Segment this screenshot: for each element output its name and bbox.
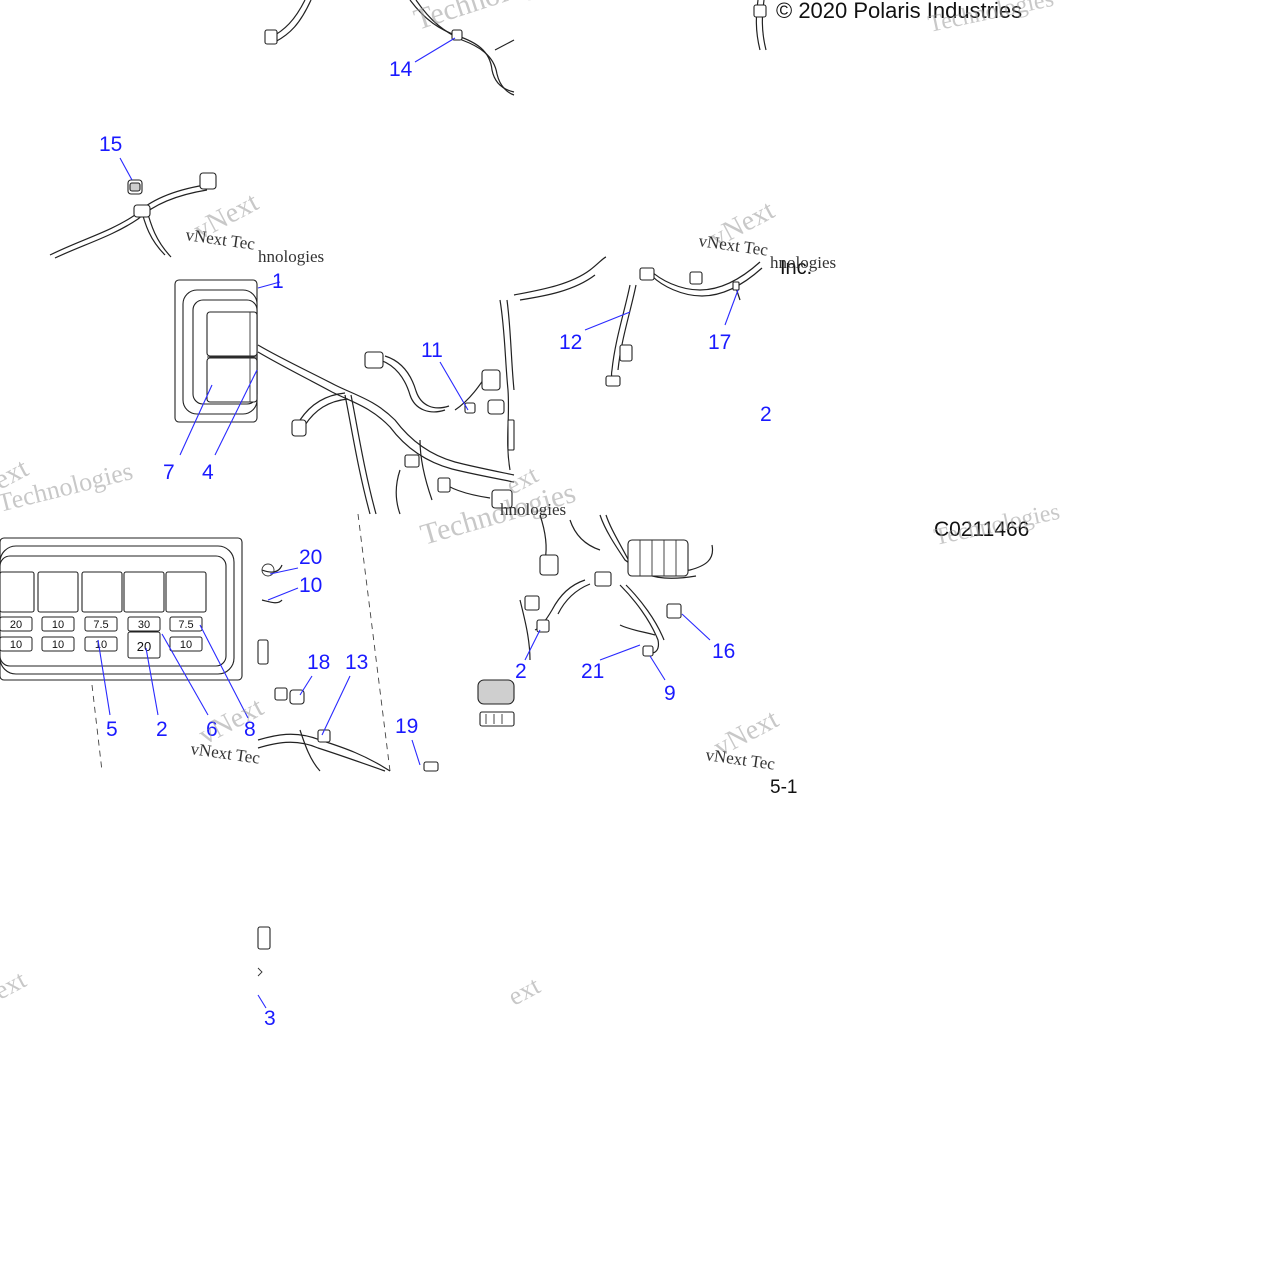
callout-2: 2 [156, 718, 168, 741]
callout-7: 7 [163, 461, 175, 484]
fuse-value: 10 [52, 639, 64, 651]
fuse-value: 10 [95, 639, 107, 651]
fuse-value: 7.5 [93, 619, 108, 631]
callout-9: 9 [664, 682, 676, 705]
watermark-small: vNext Tec [704, 745, 776, 774]
figure-code: C0211466 [934, 518, 1029, 541]
watermark-technologies: Technologies [410, 0, 572, 37]
company-fragment: Inc. [780, 257, 812, 279]
callout-12: 12 [559, 331, 582, 354]
connector-relay-box-detail-top [174, 279, 281, 456]
callout-14: 14 [389, 58, 413, 81]
callout-19: 19 [395, 715, 418, 738]
callout-11: 11 [421, 339, 443, 362]
callout-16: 16 [712, 640, 735, 663]
fuse-value: 10 [52, 619, 64, 631]
callout-13: 13 [345, 651, 368, 674]
callout-22-fragment: 2 [515, 660, 527, 683]
callout-20: 20 [299, 546, 322, 569]
copyright-text: © 2020 Polaris Industries [776, 0, 1022, 23]
callout-8: 8 [244, 718, 256, 741]
callout-labels: 1 2 2 3 4 5 6 7 8 9 10 11 12 13 14 15 16… [99, 58, 772, 1030]
main-harness-center [257, 299, 515, 515]
callout-21: 21 [581, 660, 604, 683]
watermark-short: ext [0, 964, 32, 1005]
callout-1: 1 [272, 270, 284, 293]
callout-15: 15 [99, 133, 122, 156]
page-number-fragment: 5-1 [770, 777, 797, 798]
harness-branch-top-right [753, 0, 767, 51]
watermark-small: vNext Tec [184, 225, 256, 254]
callout-4: 4 [202, 461, 214, 484]
fuse-box-detail: 20 10 7.5 30 7.5 10 10 10 20 10 [0, 537, 249, 772]
watermark-tail: hnologies [258, 247, 324, 266]
callout-5: 5 [106, 718, 118, 741]
fuse-value: 7.5 [178, 619, 193, 631]
callout-17: 17 [708, 331, 731, 354]
fuse-value: 10 [10, 639, 22, 651]
callout-18: 18 [307, 651, 330, 674]
watermarks: Technologies Technologies vNext vNext Te… [0, 0, 1062, 1011]
callout-3: 3 [264, 1007, 276, 1030]
harness-branch-3 [257, 926, 271, 1009]
harness-branch-16-21-9 [519, 514, 714, 681]
fuse-value: 20 [10, 619, 22, 631]
harness-branch-14 [264, 0, 515, 96]
callout-10: 10 [299, 574, 322, 597]
fuse-value: 20 [137, 639, 151, 654]
watermark-technologies: Technologies [932, 499, 1062, 551]
harness-branch-15 [49, 157, 217, 259]
watermark-tail: hnologies [500, 500, 566, 519]
watermark-short: ext [503, 970, 545, 1011]
callout-2: 2 [760, 403, 772, 426]
watermark-small: vNext Tec [697, 231, 769, 260]
fuse-value: 10 [180, 639, 192, 651]
fuse-value: 30 [138, 619, 150, 631]
harness-branch-12-17 [513, 256, 763, 387]
watermark-tail: hnologies [770, 253, 836, 272]
callout-6: 6 [206, 718, 218, 741]
watermark-small: vNext Tec [189, 739, 261, 768]
harness-branch-lower-center [257, 513, 515, 772]
